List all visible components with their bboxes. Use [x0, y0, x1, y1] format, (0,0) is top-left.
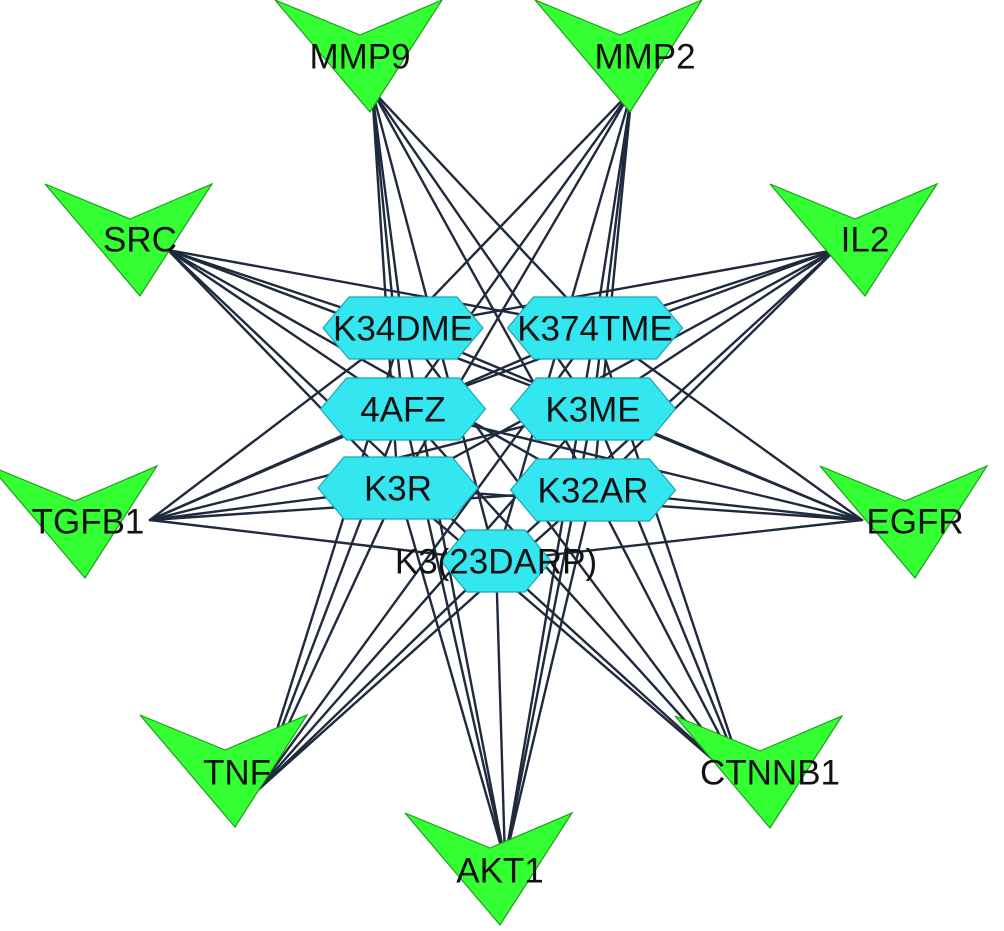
- hexagon-shape: [319, 377, 487, 441]
- edge-mmp2-k374tme: [593, 88, 634, 330]
- edge-tgfb1-k34dme: [148, 326, 405, 522]
- edge-mmp9-k34dme: [370, 88, 405, 330]
- target-node-il2[interactable]: IL2: [769, 182, 939, 298]
- hexagon-shape: [509, 377, 677, 441]
- compound-node-k3-23darp[interactable]: [440, 529, 552, 593]
- compound-nodes-layer: K34DME K374TME 4AFZ K3ME K3R K32AR K3(23DARP): [317, 296, 684, 593]
- target-node-egfr[interactable]: EGFR: [819, 464, 989, 580]
- compound-node-k32ar[interactable]: [509, 458, 677, 522]
- compound-node-k3r[interactable]: [317, 456, 479, 520]
- edge-tnf-k32ar: [256, 488, 595, 792]
- target-label: TNF: [203, 754, 271, 793]
- arrowhead-shape: [674, 714, 844, 830]
- target-node-akt1[interactable]: AKT1: [404, 811, 574, 927]
- compound-label-k3me: K3ME: [545, 391, 640, 430]
- edge-src-k3r: [166, 248, 400, 490]
- target-label: IL2: [841, 221, 890, 260]
- edge-tnf-k3-23darp: [256, 559, 498, 792]
- arrowhead-shape: [534, 0, 703, 114]
- edge-akt1-k32ar: [503, 488, 595, 862]
- compound-node-4afz[interactable]: [319, 377, 487, 441]
- target-label: SRC: [103, 221, 177, 260]
- compound-label-k34dme: K34DME: [333, 310, 473, 349]
- compound-node-k3me[interactable]: [509, 377, 677, 441]
- edge-mmp2-k34dme: [401, 88, 634, 330]
- compound-node-k34dme[interactable]: [322, 296, 484, 360]
- edge-src-k32ar: [166, 248, 595, 492]
- target-label: EGFR: [866, 503, 963, 542]
- arrowhead-shape: [769, 182, 939, 298]
- target-label: MMP9: [309, 38, 410, 77]
- target-node-src[interactable]: SRC: [44, 182, 214, 298]
- compound-label-k3-23darp: K3(23DARP): [395, 543, 597, 582]
- edge-il2-k3r: [396, 248, 837, 490]
- target-label: AKT1: [456, 852, 544, 891]
- target-node-tgfb1[interactable]: TGFB1: [0, 464, 159, 580]
- edge-akt1-k3r: [396, 486, 507, 862]
- arrowhead-shape: [0, 464, 159, 580]
- hexagon-shape: [317, 456, 479, 520]
- compound-label-k3r: K3R: [364, 470, 432, 509]
- compound-label-k374tme: K374TME: [517, 310, 673, 349]
- target-label: MMP2: [594, 38, 695, 77]
- hexagon-shape: [322, 296, 484, 360]
- target-node-ctnnb1[interactable]: CTNNB1: [674, 714, 844, 830]
- target-node-mmp2[interactable]: MMP2: [534, 0, 703, 114]
- arrowhead-shape: [404, 811, 574, 927]
- edge-mmp9-k374tme: [370, 88, 597, 330]
- arrowhead-shape: [819, 464, 989, 580]
- edge-egfr-k374tme: [593, 326, 864, 522]
- target-node-mmp9[interactable]: MMP9: [274, 0, 443, 114]
- target-node-tnf[interactable]: TNF: [139, 713, 309, 829]
- hexagon-shape: [440, 529, 552, 593]
- edge-il2-k32ar: [591, 248, 837, 492]
- hexagon-shape: [509, 458, 677, 522]
- arrowhead-shape: [44, 182, 214, 298]
- compound-node-k374tme[interactable]: [506, 296, 684, 360]
- edge-il2-k34dme: [401, 248, 837, 330]
- hexagon-shape: [506, 296, 684, 360]
- arrowhead-shape: [139, 713, 309, 829]
- arrowhead-shape: [274, 0, 443, 114]
- edge-tgfb1-k3-23darp: [148, 518, 498, 563]
- edge-ctnnb1-k3r: [396, 486, 750, 792]
- compound-label-k32ar: K32AR: [538, 472, 649, 511]
- target-label: TGFB1: [32, 503, 145, 542]
- edge-akt1-k3-23darp: [494, 559, 507, 862]
- compound-label-4afz: 4AFZ: [360, 391, 446, 430]
- target-label: CTNNB1: [700, 754, 840, 793]
